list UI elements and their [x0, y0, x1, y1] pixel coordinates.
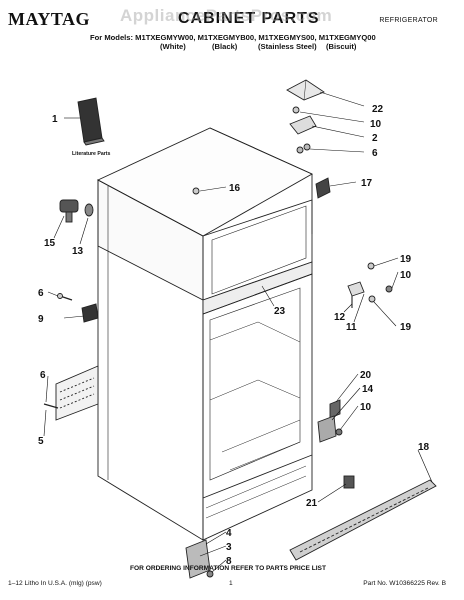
- callout-6-cover: 6: [40, 370, 46, 381]
- callout-13: 13: [72, 246, 84, 257]
- callout-5: 5: [38, 436, 44, 447]
- top-hinge: [289, 106, 317, 154]
- bottom-hinge: [317, 399, 343, 443]
- callout-4: 4: [226, 528, 232, 539]
- callout-19-top: 19: [400, 254, 412, 265]
- divider-mullion: [202, 261, 313, 315]
- page-title: CABINET PARTS: [178, 10, 320, 27]
- callout-10-mid: 10: [400, 270, 412, 281]
- callout-2: 2: [372, 133, 378, 144]
- category-label: REFRIGERATOR: [379, 17, 438, 24]
- toe-grille: [289, 475, 437, 561]
- callout-23: 23: [274, 306, 286, 317]
- access-cover: [43, 365, 99, 421]
- callout-15: 15: [44, 238, 56, 249]
- callout-17: 17: [361, 178, 373, 189]
- callout-20: 20: [360, 370, 372, 381]
- cabinet-shell: [96, 127, 313, 541]
- callout-6-left: 6: [38, 288, 44, 299]
- callout-9: 9: [38, 314, 44, 325]
- screw: [192, 187, 200, 195]
- variant-biscuit: (Biscuit): [326, 42, 357, 51]
- callout-11: 11: [346, 322, 357, 333]
- callout-10-bottom: 10: [360, 402, 372, 413]
- brand-logo: MAYTAG: [8, 9, 91, 29]
- page-number: 1: [229, 580, 233, 587]
- ordering-note: FOR ORDERING INFORMATION REFER TO PARTS …: [130, 565, 326, 572]
- leveling-leg: [59, 199, 94, 223]
- variant-white: (White): [160, 42, 186, 51]
- callout-14: 14: [362, 384, 374, 395]
- callout-18: 18: [418, 442, 430, 453]
- literature-booklet: [77, 97, 105, 146]
- callout-22: 22: [372, 104, 384, 115]
- callout-6-top: 6: [372, 148, 378, 159]
- callout-21: 21: [306, 498, 318, 509]
- literature-label: Literature Parts: [72, 151, 110, 157]
- callout-12: 12: [334, 312, 346, 323]
- bottom-bracket: [185, 539, 214, 579]
- mid-hinge: [347, 262, 393, 308]
- callout-19-bottom: 19: [400, 322, 412, 333]
- door-stop: [315, 177, 331, 199]
- callout-1: 1: [52, 114, 58, 125]
- variant-stainless: (Stainless Steel): [258, 42, 317, 51]
- callout-16: 16: [229, 183, 241, 194]
- litho-info: 1–12 Litho In U.S.A. (mlg) (psw): [8, 580, 102, 587]
- hinge-cover: [286, 79, 325, 101]
- callout-10-top: 10: [370, 119, 382, 130]
- variant-black: (Black): [212, 42, 238, 51]
- left-hinge-hardware: [57, 293, 99, 323]
- callout-8: 8: [226, 556, 232, 567]
- callout-3: 3: [226, 542, 232, 553]
- leader-lines: [43, 91, 433, 573]
- part-number: Part No. W10366225 Rev. B: [363, 580, 446, 587]
- models-line: For Models: M1TXEGMYW00, M1TXEGMYB00, M1…: [90, 33, 376, 42]
